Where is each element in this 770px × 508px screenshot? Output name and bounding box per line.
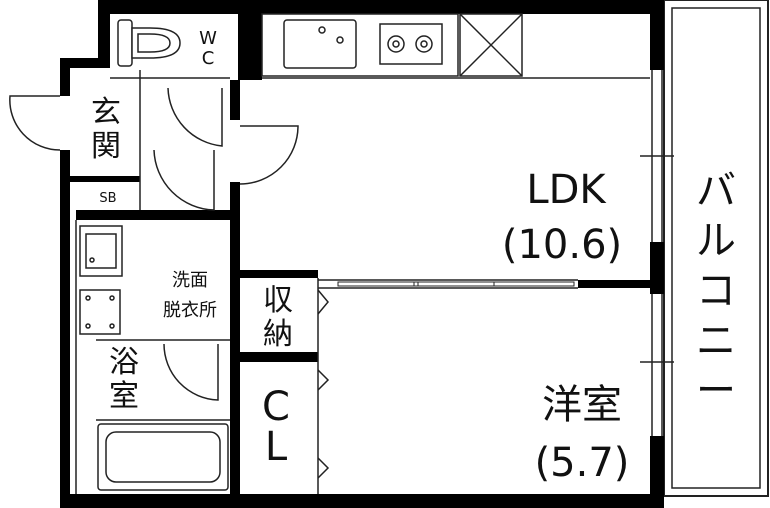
storage-char-2: 納 <box>263 317 293 352</box>
balcony-char-5: ー <box>696 368 736 414</box>
balcony-char-1: バ <box>696 168 736 214</box>
western-room-size: (5.7) <box>535 440 630 486</box>
bath-door <box>163 343 219 401</box>
ldk-label: LDK <box>526 167 607 213</box>
balcony-char-2: ル <box>696 218 736 264</box>
doors <box>9 87 330 479</box>
entrance-char-2: 関 <box>91 129 121 164</box>
toilet-icon <box>117 19 181 67</box>
storage-char-1: 収 <box>263 283 293 318</box>
closet-char-1: C <box>262 384 290 430</box>
windows <box>640 70 674 436</box>
balcony-char-3: コ <box>696 268 736 314</box>
balcony-char-4: ニ <box>696 318 736 364</box>
bathtub-icon <box>97 423 229 491</box>
kitchen <box>261 13 523 77</box>
bath-char-2: 室 <box>109 379 139 414</box>
western-room-label: 洋室 <box>542 382 622 428</box>
bath-char-1: 浴 <box>109 345 139 380</box>
washroom-fixtures <box>79 225 123 335</box>
wc-char-2: C <box>202 48 215 69</box>
storage-door <box>317 289 329 315</box>
washroom-door <box>153 149 215 211</box>
washroom-line-1: 洗面 <box>172 270 208 291</box>
wc-char-1: W <box>199 28 217 49</box>
closet-char-2: L <box>265 424 288 470</box>
entrance-door <box>9 95 61 151</box>
partitions <box>75 70 650 494</box>
entrance-char-1: 玄 <box>91 95 121 130</box>
sink-icon <box>283 19 357 69</box>
shoe-box-label: SB <box>99 191 116 206</box>
closet-door-2 <box>317 457 330 479</box>
closet-door-1 <box>317 369 330 391</box>
ldk-size: (10.6) <box>502 222 622 268</box>
wc-door <box>167 87 223 147</box>
sliding-door <box>337 281 575 287</box>
labels: LDK (10.6) 洋室 (5.7) バ ル コ ニ ー 玄 関 SB W C… <box>91 28 736 486</box>
walls <box>60 0 664 508</box>
washroom-line-2: 脱衣所 <box>163 300 217 321</box>
ldk-door <box>239 125 299 185</box>
